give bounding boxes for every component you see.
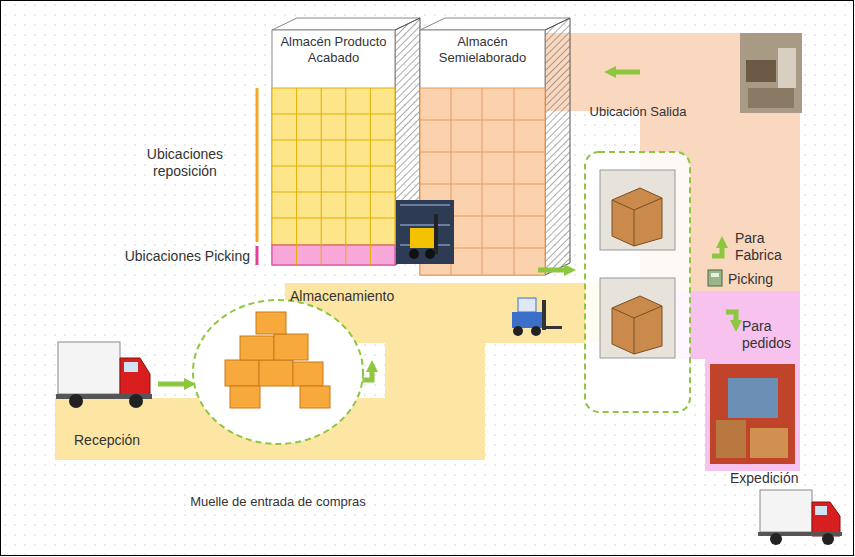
intake-dock-circle-part-part: [256, 312, 286, 334]
exit-location-box-part: [612, 296, 662, 354]
node-title: Almacén Producto Acabado: [272, 34, 395, 66]
rack-heading: Almacén Producto Acabado: [272, 32, 395, 265]
rack-brackets: [257, 88, 258, 265]
factory-photo-part: [746, 60, 776, 82]
small-forklift: [512, 298, 562, 336]
rack-finished-goods-part: [272, 30, 395, 265]
small-forklift-part: [512, 312, 542, 328]
intake-dock-circle-part-part: [300, 386, 330, 408]
picking-icon-part: [711, 273, 719, 277]
exit-location-box-part: [612, 188, 662, 246]
node-title: Almacén Semielaborado: [420, 34, 545, 66]
green-flow-arrows-part: [158, 382, 190, 387]
green-flow-arrows-part: [538, 268, 570, 273]
rack-forklift-photo: [396, 200, 454, 264]
node-title: Muelle de entrada de compras: [180, 494, 376, 510]
exit-location-box-part: [585, 152, 690, 412]
green-flow-arrows-part: [712, 242, 722, 256]
rack-forklift-photo-part: [410, 228, 434, 248]
rack-heading: Almacén Semielaborado: [420, 32, 545, 275]
shipping-truck-part: [812, 502, 840, 536]
flow-branch-label: Para Fabrica: [735, 230, 797, 264]
green-flow-arrows: [158, 72, 736, 384]
picking-icon-part: [708, 270, 722, 286]
factory-photo-part: [778, 48, 796, 88]
intake-dock-circle-part-part: [225, 360, 259, 386]
node-title: Ubicación Salida: [572, 104, 704, 120]
green-flow-arrows-part: [610, 70, 640, 75]
shipping-truck: [758, 490, 842, 545]
exit-location-box-part: [612, 306, 662, 354]
intake-dock-circle: [193, 300, 363, 444]
exit-location-box: [585, 152, 690, 412]
intake-truck-part: [69, 394, 83, 408]
intake-dock-circle-part-part: [230, 386, 260, 408]
intake-dock-circle-part-part: [240, 336, 274, 360]
rack-zone-label: Ubicaciones Picking: [95, 248, 250, 265]
rack-finished-goods-part: [272, 88, 395, 265]
green-flow-arrows-part: [726, 312, 736, 326]
rack-brackets-part: [256, 88, 259, 242]
intake-truck: [56, 342, 152, 408]
intake-truck-part: [129, 394, 143, 408]
flow-step-label: Expedición: [730, 470, 820, 487]
small-forklift-part: [542, 300, 546, 330]
shipping-photo: [710, 364, 795, 464]
exit-location: Ubicación Salida: [572, 100, 704, 412]
rack-forklift-photo-part: [425, 249, 435, 259]
intake-truck-part: [120, 358, 150, 398]
small-forklift-part: [531, 326, 541, 336]
rack-brackets-part: [256, 246, 259, 265]
intake-truck-part: [124, 362, 138, 372]
small-forklift-part: [513, 326, 523, 336]
flow-step-label: Almacenamiento: [290, 288, 410, 305]
rack-semi-finished-part: [420, 18, 570, 30]
small-forklift-part: [546, 326, 562, 329]
rack-forklift-photo-part: [396, 200, 454, 264]
factory-photo-part: [748, 88, 794, 108]
shipping-truck-part: [760, 490, 812, 532]
flow-step-label: Picking: [728, 271, 798, 288]
exit-location-box-part: [612, 198, 662, 246]
intake-truck-part: [58, 342, 120, 394]
small-forklift-part: [518, 298, 536, 312]
shipping-photo-part: [716, 420, 746, 458]
shipping-photo-part: [710, 364, 795, 464]
rack-zone-label: Ubicaciones reposición: [125, 146, 245, 180]
picking-icon: [708, 270, 722, 286]
rack-finished-goods-part: [272, 245, 395, 265]
exit-location-box-part: [600, 170, 675, 250]
factory-photo: [740, 33, 802, 113]
factory-photo-part: [740, 33, 802, 113]
shipping-truck-part: [815, 506, 827, 515]
shipping-truck-part: [822, 533, 834, 545]
intake-dock-circle-part: [225, 312, 330, 408]
rack-semi-finished-part: [545, 18, 570, 275]
flow-bands: [55, 33, 800, 471]
intake-dock-circle-part-part: [293, 362, 323, 386]
shipping-photo-part: [750, 428, 788, 458]
exit-location-box-part: [600, 278, 675, 358]
shipping-photo-part: [728, 378, 778, 418]
flow-branch-label: Para pedidos: [742, 318, 802, 352]
flow-step-label: Recepción: [74, 432, 174, 449]
shipping-truck-part: [770, 533, 782, 545]
rack-forklift-photo-part: [434, 214, 438, 254]
flow-bands-part: [705, 359, 800, 471]
intake-dock-circle-part-part: [259, 360, 293, 386]
dock-circle: Muelle de entrada de compras: [180, 298, 376, 538]
intake-dock-circle-part: [193, 300, 363, 444]
intake-dock-circle-part-part: [274, 334, 308, 360]
rack-forklift-photo-part: [409, 249, 419, 259]
